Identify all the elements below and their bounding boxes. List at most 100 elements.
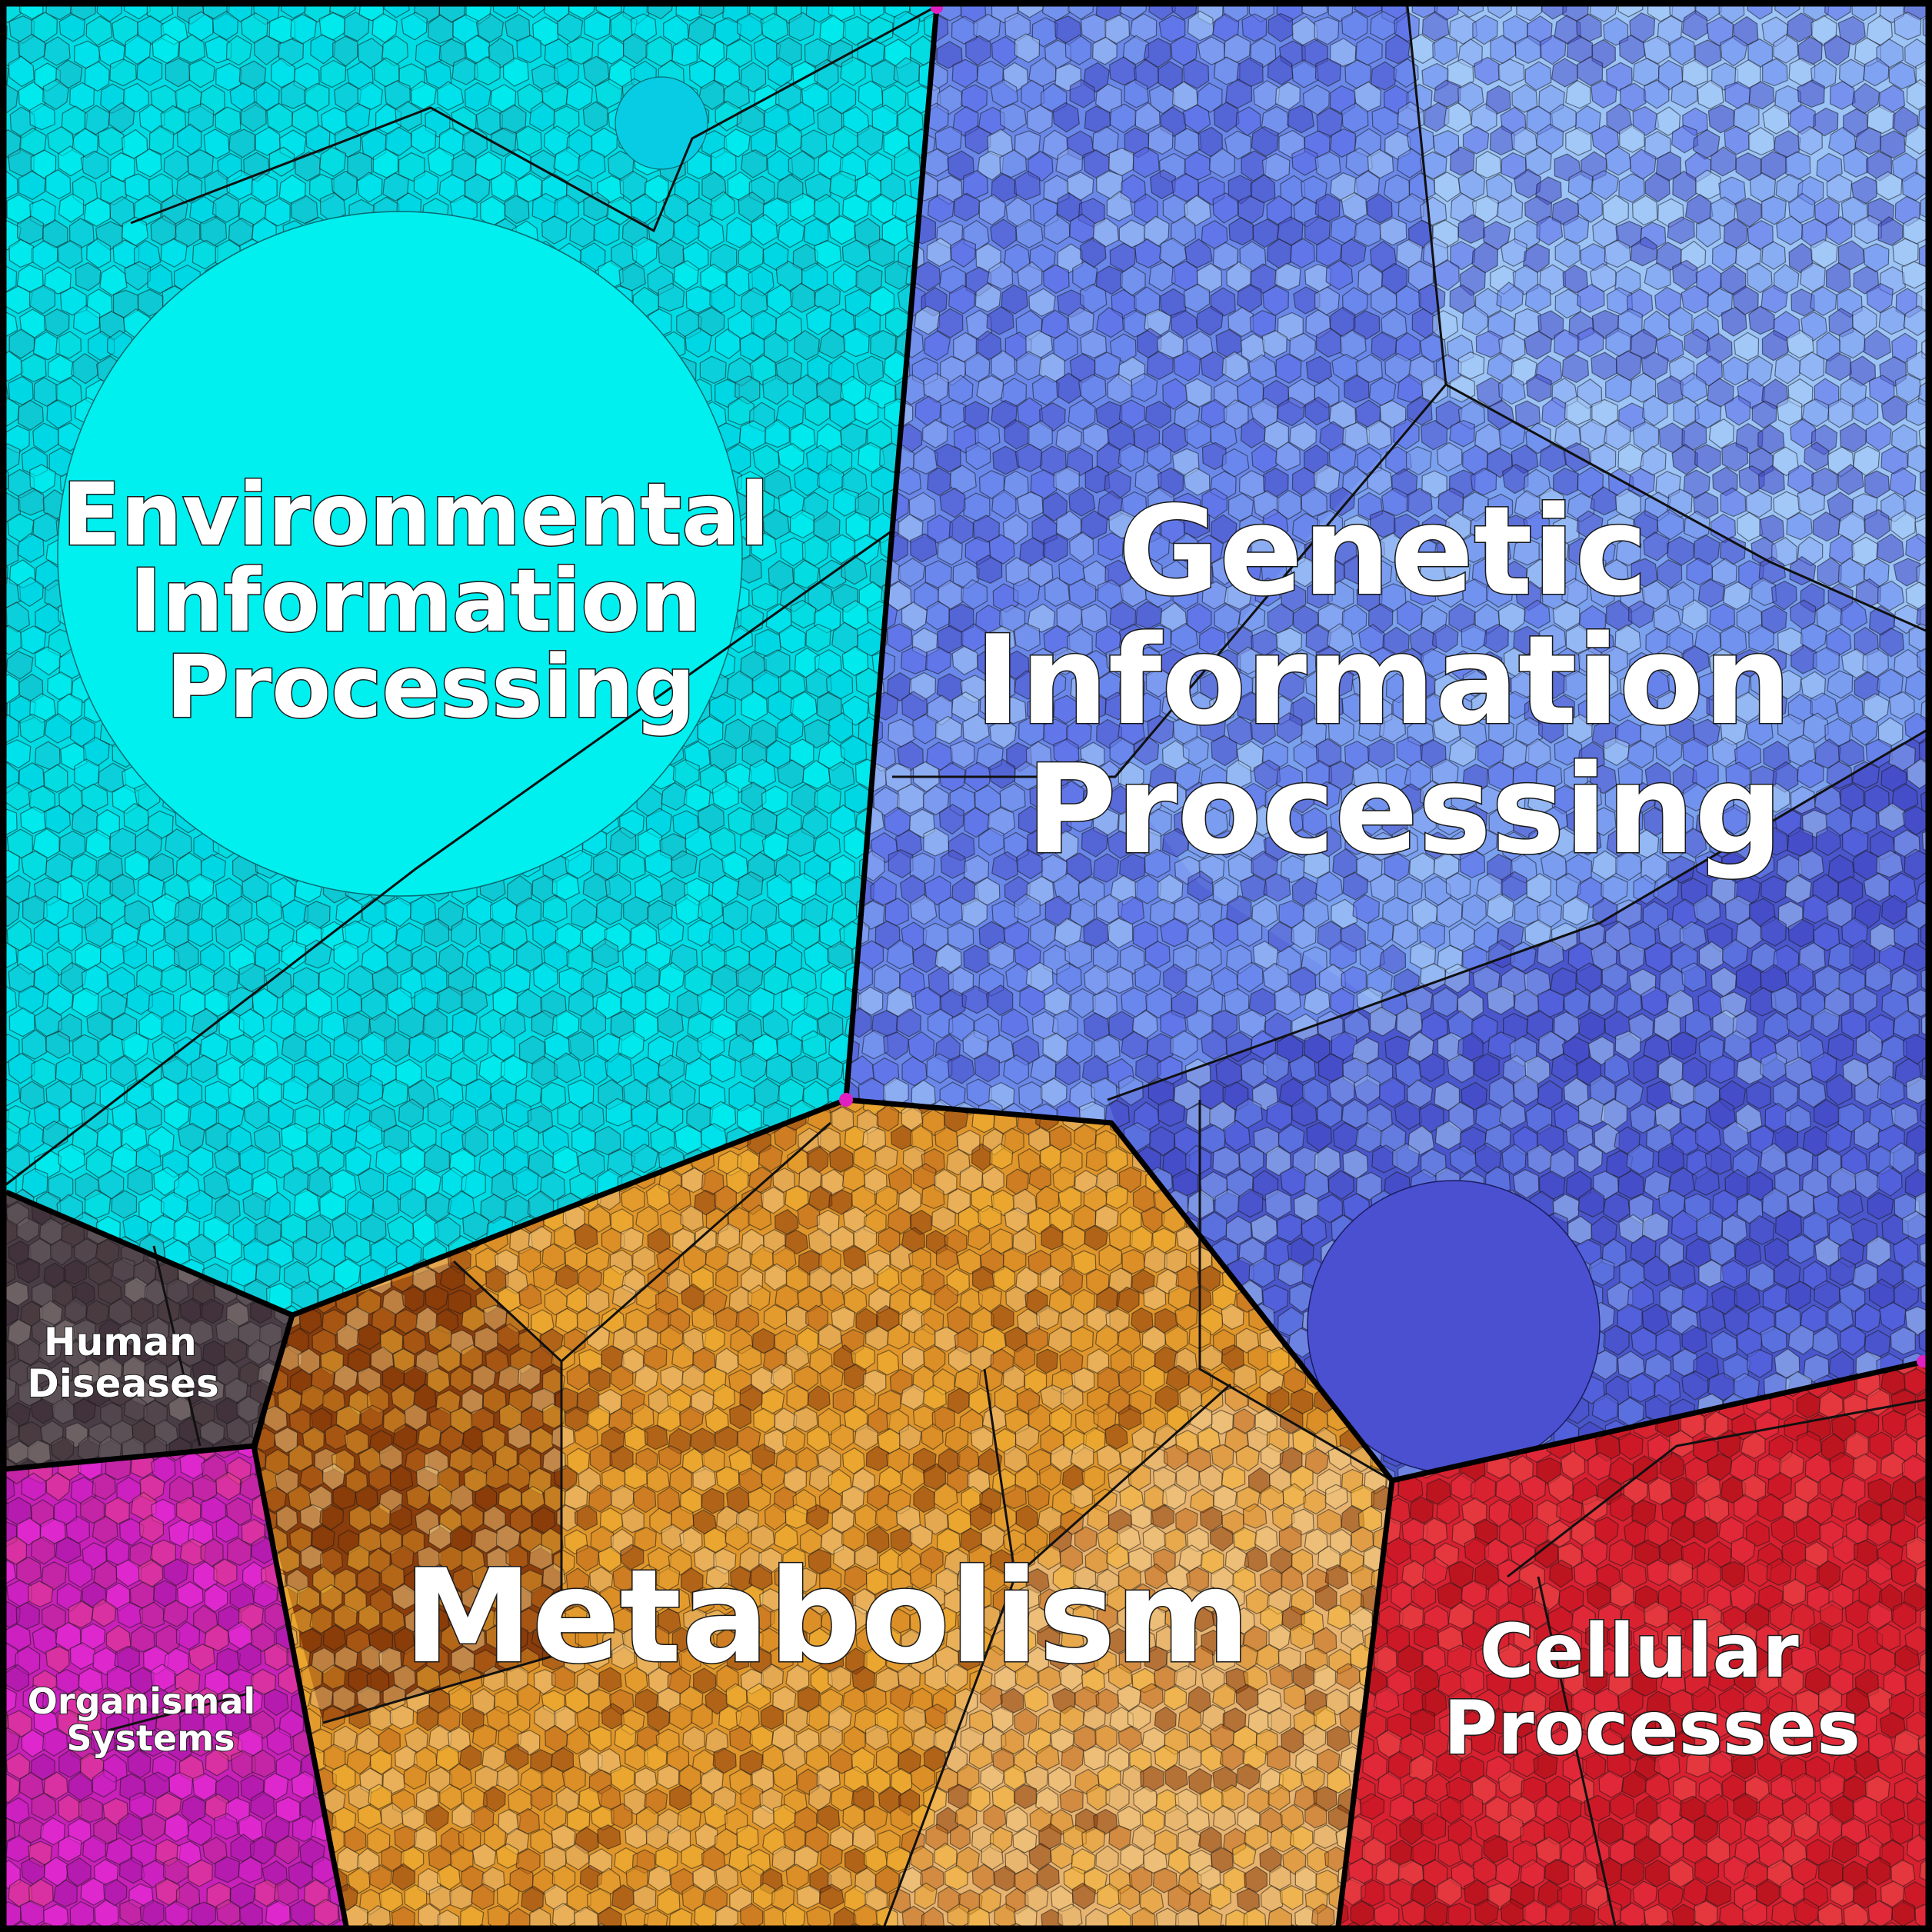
mosaic-cell: [409, 1122, 437, 1151]
mosaic-cell: [215, 106, 242, 135]
mosaic-cell: [1069, 78, 1096, 108]
mosaic-cell: [1267, 55, 1294, 85]
mosaic-cell: [6, 895, 21, 928]
mosaic-cell: [787, 102, 815, 132]
mosaic-cell: [1697, 79, 1724, 110]
mosaic-cell: [1170, 6, 1198, 21]
mosaic-cell: [1710, 146, 1737, 177]
mosaic-cell: [1757, 465, 1785, 495]
mosaic-cell: [251, 1034, 279, 1065]
mosaic-cell: [55, 1057, 82, 1086]
mosaic-cell: [839, 423, 868, 452]
mosaic-cell: [1472, 15, 1498, 45]
mosaic-cell: [1606, 62, 1633, 92]
mosaic-cell: [1657, 508, 1685, 541]
mosaic-cell: [121, 1031, 149, 1062]
mosaic-cell: [1237, 195, 1265, 224]
mosaic-cell: [1537, 310, 1564, 341]
mosaic-cell: [1397, 192, 1425, 223]
mosaic-cell: [711, 147, 737, 178]
mosaic-cell: [584, 12, 611, 41]
mosaic-cell: [529, 101, 556, 132]
mosaic-cell: [1462, 125, 1490, 155]
mosaic-cell: [976, 375, 1004, 405]
mosaic-cell: [1196, 305, 1224, 336]
mosaic-cell: [292, 1235, 318, 1265]
mosaic-cell: [1684, 328, 1711, 359]
mosaic-cell: [1565, 127, 1592, 156]
mosaic-cell: [226, 6, 253, 22]
mosaic-cell: [1002, 514, 1028, 545]
mosaic-cell: [214, 1234, 242, 1265]
mosaic-cell: [1330, 128, 1357, 158]
mosaic-cell: [741, 781, 767, 812]
mosaic-cell: [1248, 354, 1277, 383]
mosaic-cell: [86, 238, 112, 269]
mosaic-cell: [987, 261, 1014, 290]
mosaic-cell: [1810, 59, 1837, 89]
mosaic-cell: [188, 1234, 216, 1264]
mosaic-cell: [803, 991, 830, 1020]
mosaic-cell: [565, 849, 593, 879]
mosaic-cell: [1106, 191, 1134, 222]
mosaic-cell: [1903, 305, 1926, 337]
mosaic-cell: [511, 1165, 539, 1197]
mosaic-cell: [1182, 104, 1211, 134]
mosaic-cell: [726, 670, 754, 701]
mosaic-cell: [698, 218, 724, 250]
mosaic-cell: [881, 217, 908, 246]
mosaic-cell: [776, 714, 804, 744]
mosaic-cell: [922, 418, 948, 449]
mosaic-cell: [6, 443, 21, 471]
mosaic-cell: [1016, 351, 1042, 381]
mosaic-cell: [751, 214, 778, 246]
mosaic-cell: [1241, 150, 1267, 182]
mosaic-cell: [618, 1030, 645, 1059]
mosaic-cell: [1695, 169, 1721, 200]
mosaic-cell: [685, 826, 713, 857]
mosaic-cell: [768, 560, 794, 591]
mosaic-cell: [763, 965, 790, 995]
mosaic-cell: [1187, 10, 1214, 42]
mosaic-cell: [1787, 12, 1814, 43]
mosaic-cell: [413, 170, 439, 200]
mosaic-cell: [1393, 513, 1420, 542]
mosaic-cell: [1589, 6, 1618, 22]
mosaic-cell: [1536, 215, 1564, 246]
mosaic-cell: [385, 126, 412, 156]
mosaic-cell: [1633, 1054, 1658, 1084]
mosaic-cell: [381, 1078, 408, 1108]
mosaic-cell: [699, 355, 727, 385]
mosaic-cell: [675, 6, 703, 22]
mosaic-cell: [6, 695, 8, 726]
mosaic-cell: [908, 491, 936, 521]
mosaic-cell: [1028, 558, 1054, 588]
mosaic-cell: [240, 101, 267, 132]
mosaic-cell: [657, 1008, 684, 1038]
mosaic-cell: [1721, 441, 1749, 472]
mosaic-cell: [1437, 576, 1464, 608]
mosaic-cell: [1864, 508, 1890, 541]
mosaic-cell: [774, 311, 803, 342]
mosaic-cell: [582, 101, 608, 132]
mosaic-cell: [635, 961, 660, 992]
mosaic-cell: [18, 488, 45, 516]
mosaic-cell: [438, 1030, 464, 1060]
mosaic-cell: [8, 328, 35, 359]
mosaic-cell: [842, 328, 870, 358]
mosaic-cell: [1921, 332, 1926, 363]
mosaic-cell: [1379, 400, 1407, 428]
mosaic-cell: [1227, 492, 1254, 521]
mosaic-cell: [1241, 13, 1267, 42]
mosaic-cell: [1681, 9, 1709, 41]
mosaic-cell: [1906, 351, 1926, 381]
mosaic-cell: [331, 1212, 358, 1244]
mosaic-cell: [855, 265, 883, 295]
mosaic-cell: [1554, 238, 1581, 268]
mosaic-cell: [1524, 283, 1552, 313]
mosaic-cell: [763, 332, 788, 364]
mosaic-cell: [721, 851, 749, 881]
mosaic-cell: [1461, 305, 1489, 336]
mosaic-cell: [1824, 6, 1851, 22]
mosaic-cell: [1880, 395, 1908, 426]
